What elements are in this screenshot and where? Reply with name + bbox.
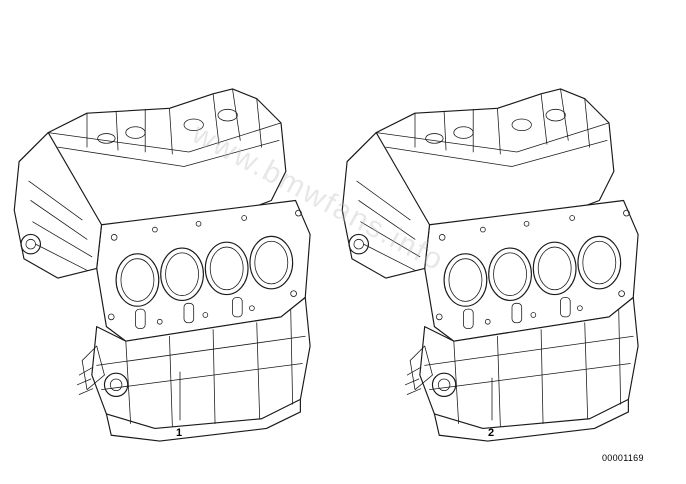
engine-block-illustration-1 bbox=[13, 88, 311, 442]
engine-block-illustration-2 bbox=[341, 88, 639, 442]
callout-1-label: 1 bbox=[176, 427, 182, 439]
callout-2-label: 2 bbox=[488, 427, 494, 439]
document-id: 00001169 bbox=[602, 453, 644, 463]
